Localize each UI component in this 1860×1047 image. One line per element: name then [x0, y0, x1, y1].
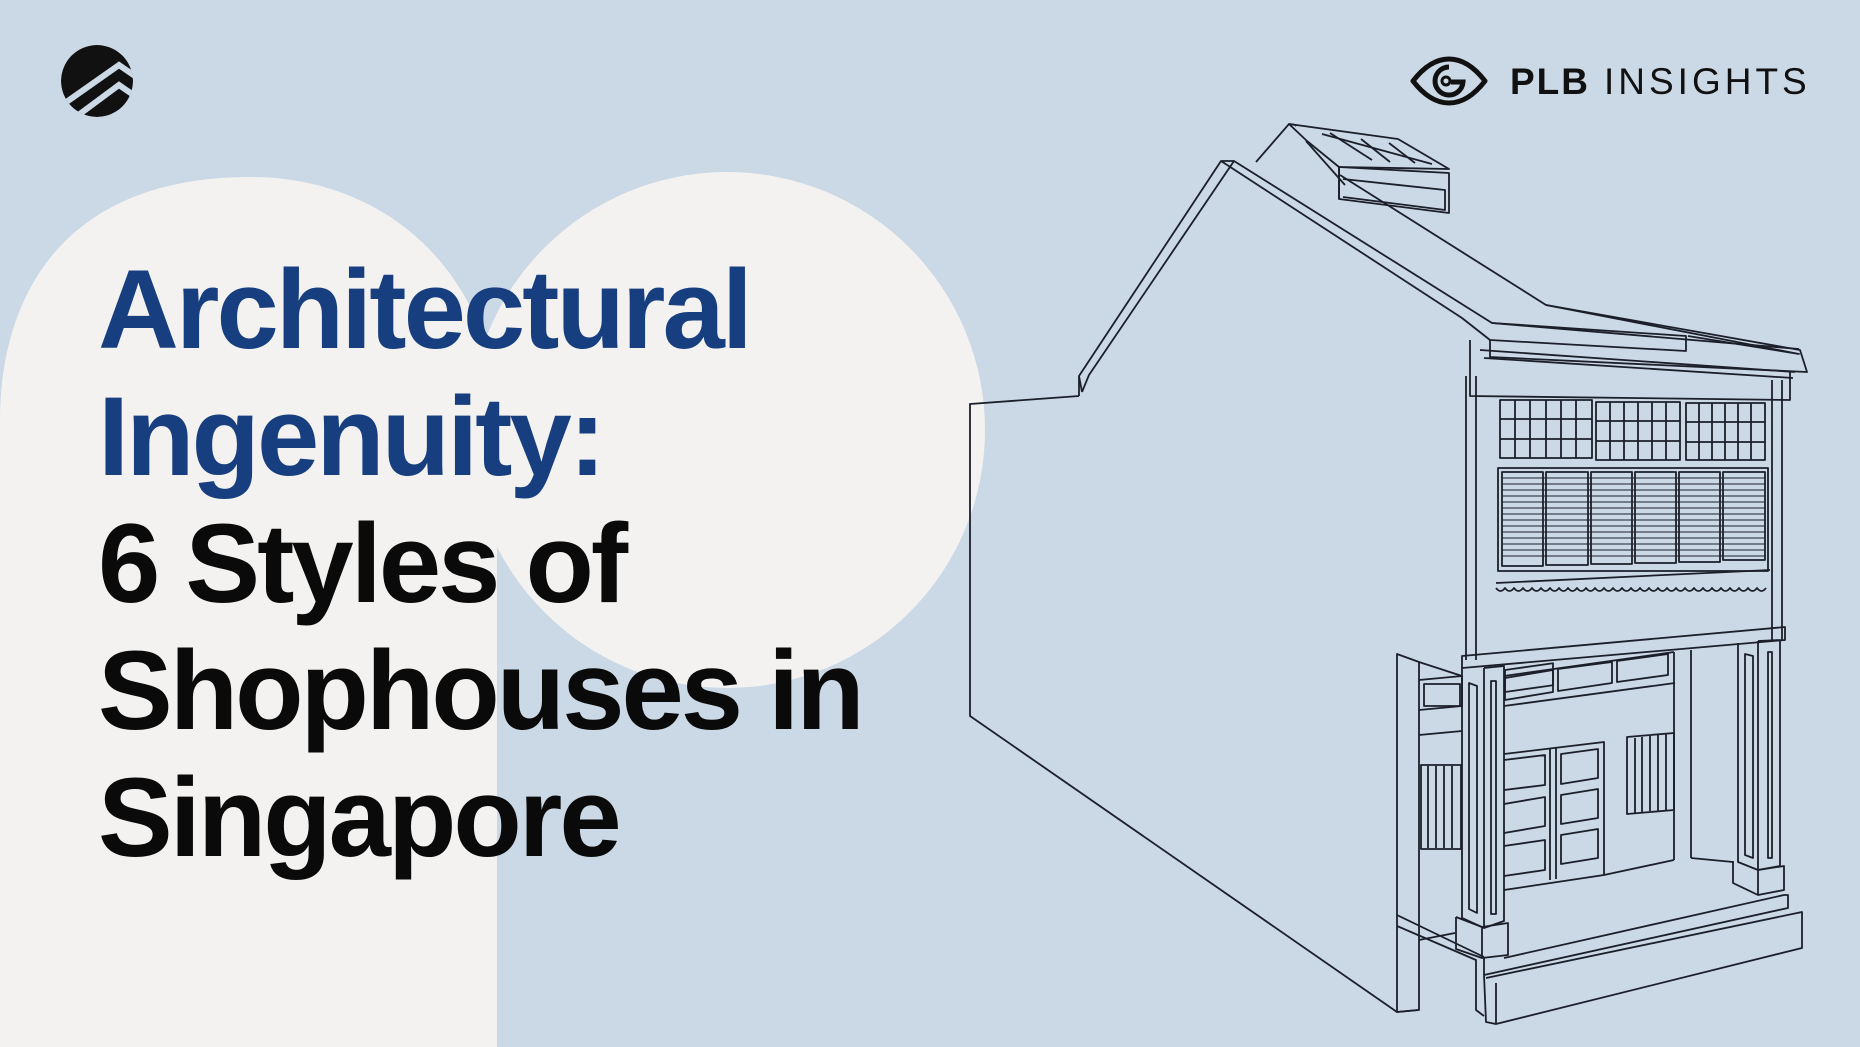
title-line-2: Ingenuity:	[98, 374, 606, 499]
brand-name-bold: PLB	[1510, 60, 1590, 102]
brand-name-light: INSIGHTS	[1604, 60, 1811, 102]
circle-chevron-stripes-icon	[61, 45, 133, 117]
cream-arch-shape	[0, 177, 497, 1047]
brand-name: PLB INSIGHTS	[1510, 63, 1811, 100]
title-line-3: 6 Styles of	[98, 501, 628, 626]
plb-insights-logo[interactable]: PLB INSIGHTS	[1410, 52, 1811, 110]
title-line-5: Singapore	[98, 755, 622, 880]
cream-circle-shape	[469, 172, 985, 688]
eye-icon	[1410, 56, 1488, 106]
title-line-1: Architectural	[98, 247, 753, 372]
page-title: Architectural Ingenuity: 6 Styles of Sho…	[98, 246, 865, 881]
title-line-4: Shophouses in	[98, 628, 865, 753]
